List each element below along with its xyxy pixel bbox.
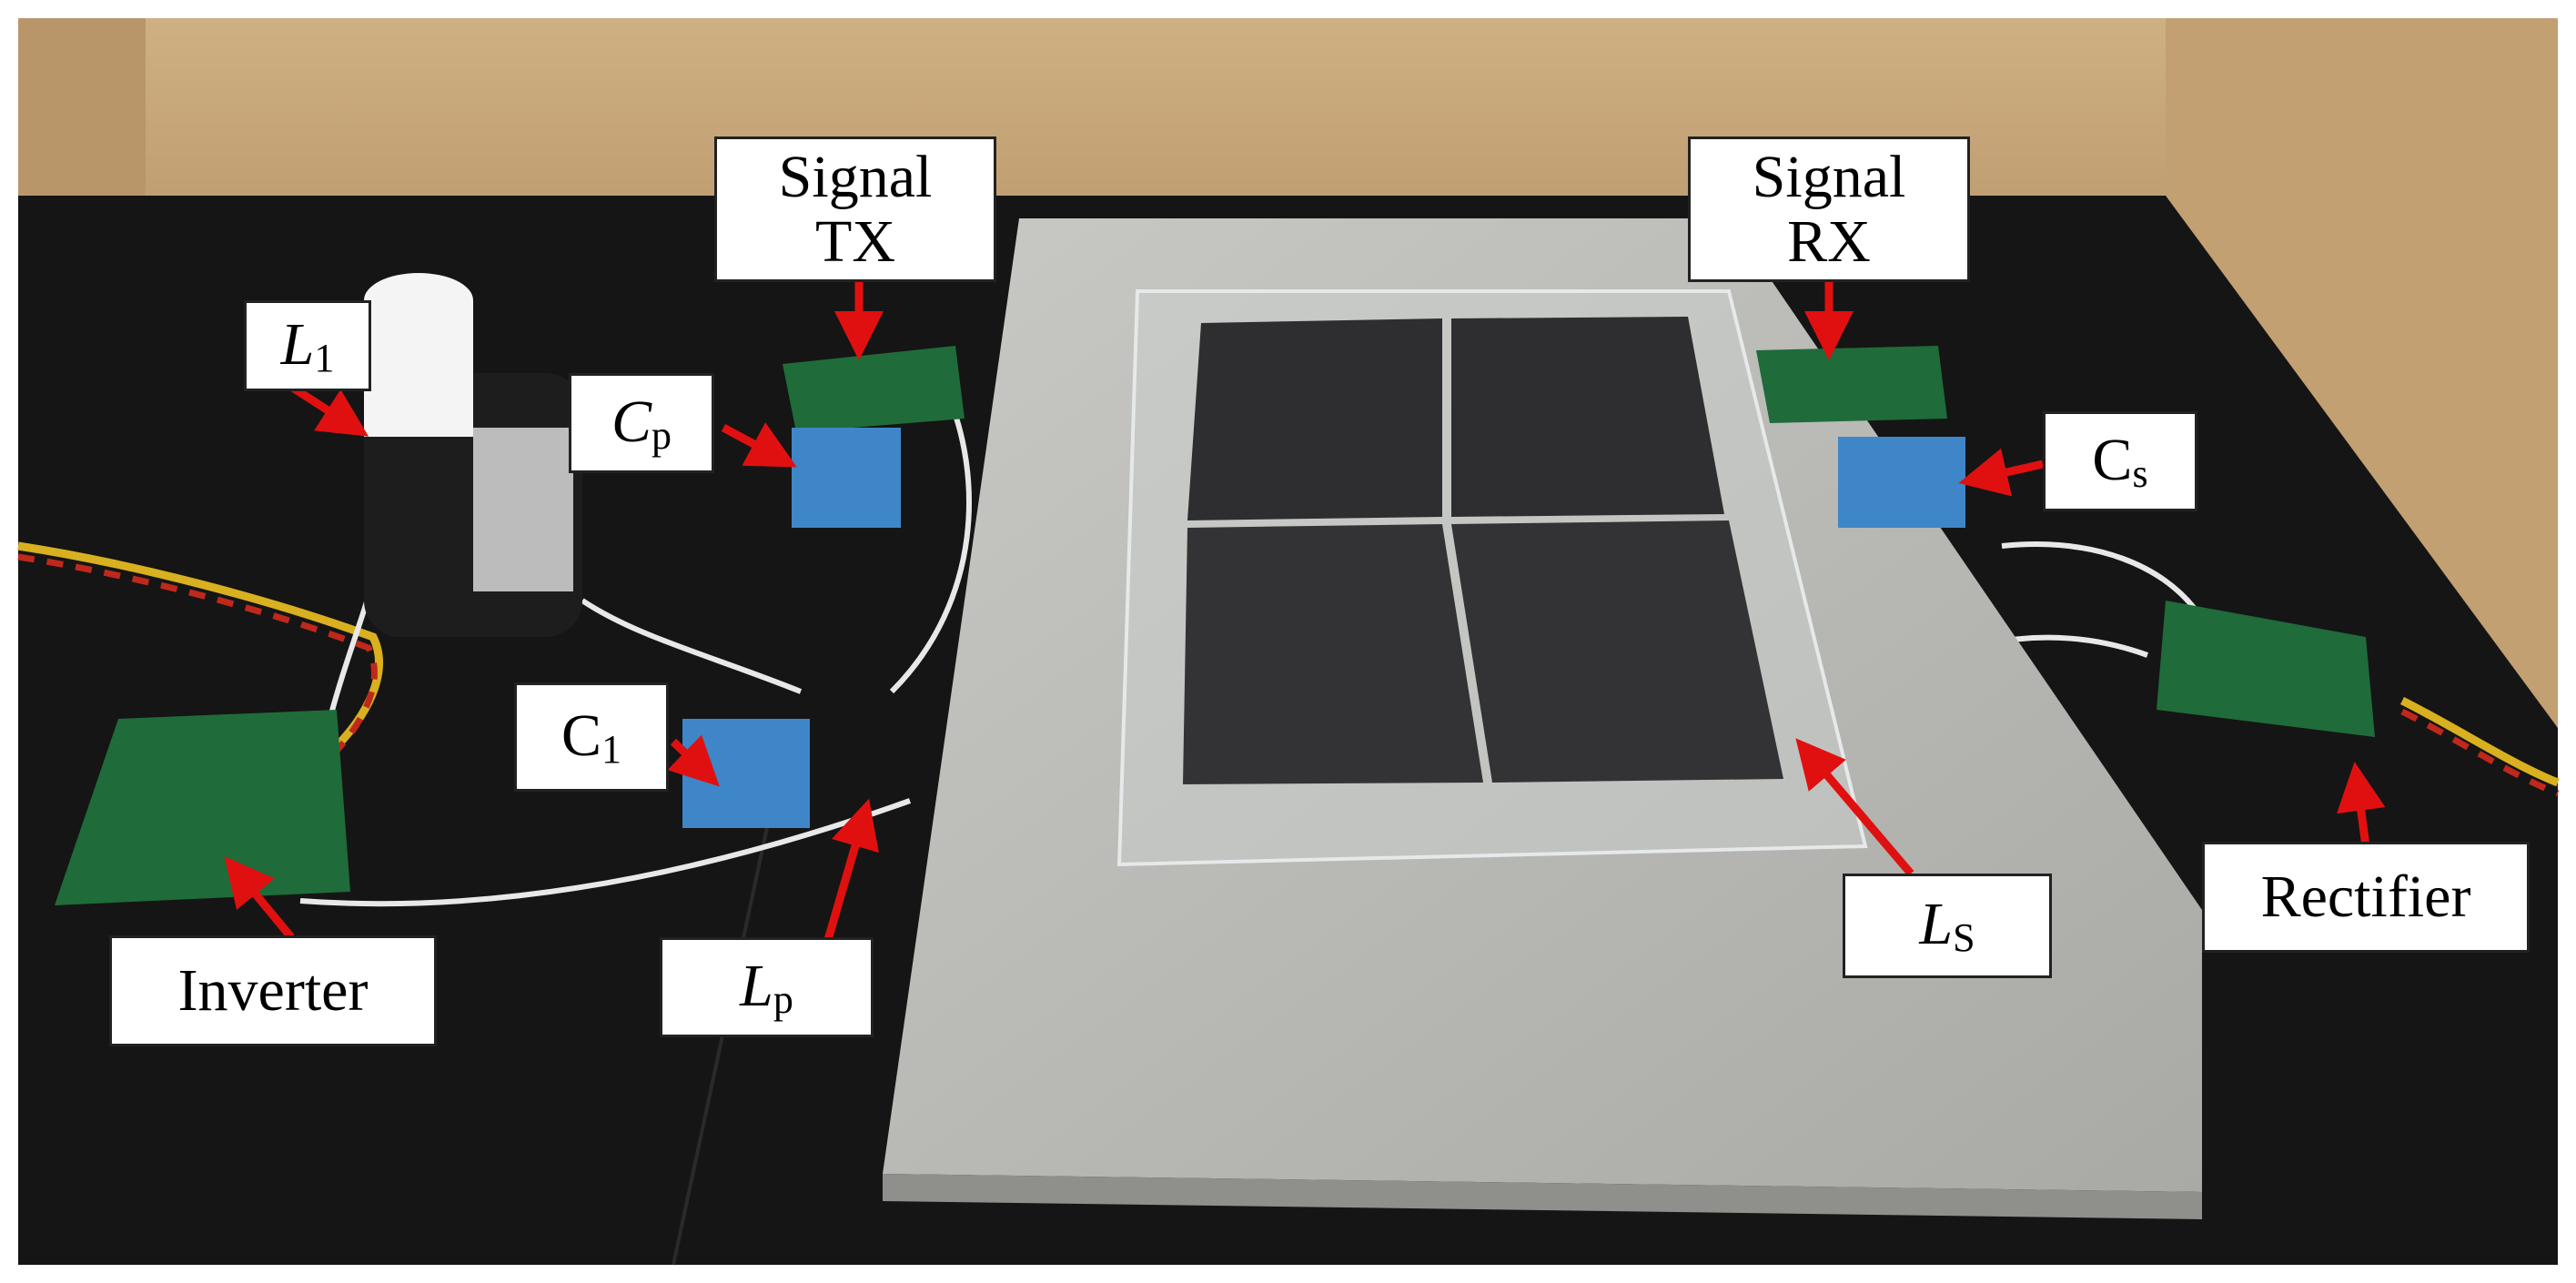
label-cs-sub: s — [2132, 450, 2148, 496]
label-signal-rx-line2: RX — [1787, 208, 1871, 275]
signal-rx-board — [1756, 346, 1947, 423]
label-inverter-text: Inverter — [177, 957, 369, 1025]
label-signal-tx-line2: TX — [815, 208, 895, 275]
arrow-l1 — [288, 383, 369, 437]
label-ls: LS — [1843, 874, 2052, 978]
white-wire-4 — [2001, 541, 2205, 621]
arrow-rectifier — [2336, 762, 2386, 847]
label-rectifier-text: Rectifier — [2260, 864, 2471, 931]
label-c1-main: C — [561, 702, 602, 769]
label-cs: Cs — [2043, 411, 2197, 511]
signal-tx-board — [783, 346, 965, 432]
inductor-l1-tube — [364, 300, 473, 437]
rectifier-board — [2157, 601, 2375, 737]
label-ls-main: L — [1919, 891, 1954, 958]
label-cs-main: C — [2092, 426, 2133, 493]
power-wire-right-red — [2400, 708, 2560, 797]
label-lp-main: L — [740, 952, 773, 1019]
arrow-ls — [1795, 738, 1914, 876]
label-lp: Lp — [660, 937, 874, 1037]
label-l1: L1 — [244, 300, 371, 391]
white-wire-3 — [889, 389, 972, 694]
label-cp-sub: p — [652, 412, 672, 458]
label-cp-main: C — [611, 388, 652, 455]
label-cp: Cp — [569, 373, 714, 473]
label-l1-sub: 1 — [314, 335, 335, 380]
arrow-lp — [819, 798, 879, 957]
arrow-cs — [1958, 448, 2044, 497]
ferrite-tile-top-right — [1451, 317, 1724, 517]
white-wire-2 — [581, 598, 803, 694]
label-signal-tx-line1: Signal — [778, 143, 933, 210]
arrow-cp — [721, 422, 797, 468]
concrete-slab-edge — [883, 1174, 2202, 1219]
inverter-board — [55, 710, 350, 905]
ferrite-tile-bottom-right — [1451, 520, 1783, 783]
inductor-l1-winding — [473, 428, 573, 591]
arrow-inverter — [224, 856, 295, 940]
ferrite-tile-top-left — [1187, 318, 1442, 520]
label-signal-tx: Signal TX — [714, 136, 996, 282]
label-l1-main: L — [280, 310, 315, 378]
label-rectifier: Rectifier — [2202, 842, 2530, 953]
label-signal-rx: Signal RX — [1688, 136, 1970, 282]
capacitor-bank-cp — [792, 428, 901, 528]
ferrite-tile-bottom-left — [1183, 524, 1483, 784]
label-signal-rx-line1: Signal — [1752, 143, 1906, 210]
arrow-c1 — [667, 734, 720, 787]
power-wire-left-red — [17, 553, 378, 758]
capacitor-bank-cs — [1838, 437, 1965, 528]
label-c1: C1 — [514, 682, 669, 792]
label-c1-sub: 1 — [601, 726, 622, 772]
cardboard-right-wall — [2166, 18, 2558, 728]
power-wire-right — [2399, 696, 2560, 787]
label-ls-sub: S — [1953, 915, 1975, 961]
label-inverter: Inverter — [109, 935, 437, 1046]
label-lp-sub: p — [773, 976, 793, 1022]
